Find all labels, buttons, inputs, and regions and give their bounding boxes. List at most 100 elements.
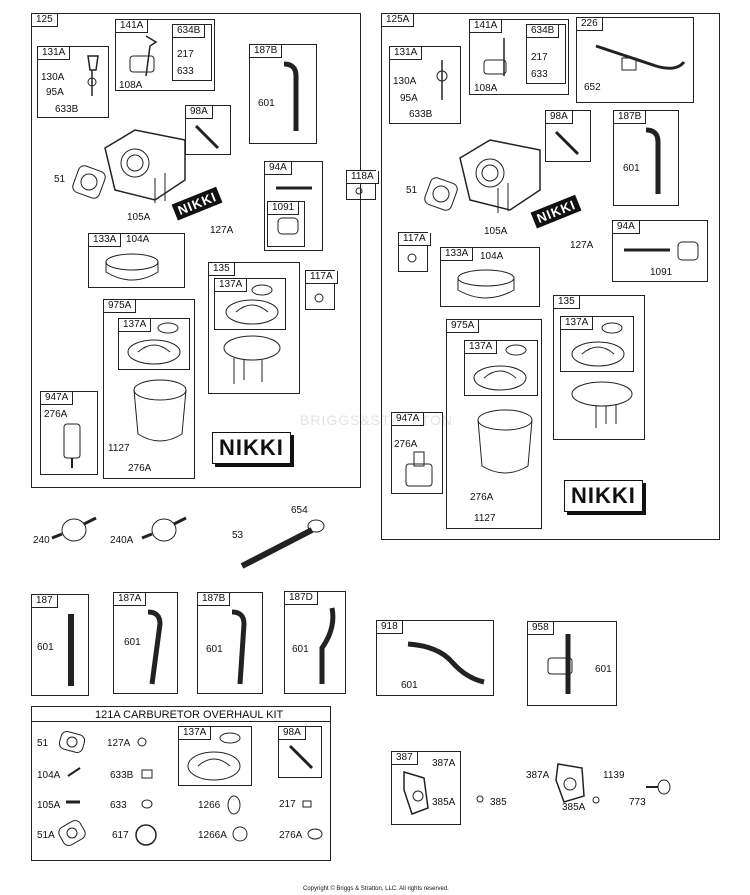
- needle-icon: [66, 800, 80, 804]
- box-tag: 131A: [390, 47, 423, 60]
- box-137A: 137A: [178, 726, 252, 786]
- o-ring-icon: [227, 795, 241, 815]
- box-141A: 141A: [115, 19, 215, 91]
- box-387: 387: [391, 751, 461, 825]
- box-137A-975: 137A: [118, 318, 190, 370]
- fuel-pump-body-icon: [571, 381, 633, 428]
- box-tag: 94A: [613, 221, 640, 234]
- box-141A: 141A: [469, 19, 569, 95]
- box-tag: 187A: [114, 593, 147, 606]
- box-1091: 1091: [267, 201, 305, 247]
- label-105A: 105A: [37, 800, 61, 811]
- seal-icon: [137, 737, 147, 747]
- gasket-icon: [72, 165, 106, 199]
- fuel-line-icon: [645, 127, 661, 194]
- label-130A: 130A: [41, 72, 65, 83]
- box-tag: 975A: [447, 320, 480, 333]
- assembly-tag: 125: [32, 14, 58, 27]
- screw-icon: [314, 293, 324, 303]
- box-tag: 94A: [265, 162, 292, 175]
- label-240: 240: [33, 535, 50, 546]
- carburetor-icon: [104, 129, 186, 203]
- label-617: 617: [112, 830, 129, 841]
- seal-icon: [141, 769, 153, 779]
- idle-screw-icon: [288, 744, 314, 770]
- gasket-icon: [424, 177, 458, 211]
- solenoid-icon: [405, 451, 433, 487]
- label-633: 633: [110, 800, 127, 811]
- box-tag: 187: [32, 595, 58, 608]
- box-tag: 918: [377, 621, 403, 634]
- box-tag: 131A: [38, 47, 71, 60]
- o-ring-icon: [135, 824, 157, 846]
- box-187B: 187B: [613, 110, 679, 206]
- box-117A: 117A: [398, 232, 431, 272]
- box-tag: 117A: [399, 233, 431, 246]
- box-tag: 117A: [306, 271, 338, 284]
- label-601: 601: [37, 642, 54, 653]
- nikki-logo: NIKKI: [564, 480, 643, 512]
- box-98A: 98A: [278, 726, 322, 778]
- label-217: 217: [531, 52, 548, 63]
- seal-icon: [141, 799, 153, 809]
- kit-121A: [31, 706, 331, 861]
- box-tag: 133A: [441, 248, 474, 261]
- float-icon: [457, 269, 515, 299]
- lever-icon: [595, 44, 686, 71]
- fuel-valve-icon: [547, 634, 573, 694]
- label-1091: 1091: [650, 267, 673, 278]
- box-117A: 117A: [305, 270, 338, 310]
- label-601: 601: [258, 98, 275, 109]
- label-601: 601: [124, 637, 141, 648]
- box-947A: 947A: [40, 391, 98, 475]
- label-217: 217: [177, 49, 194, 60]
- box-958: 958: [527, 621, 617, 706]
- label-276A: 276A: [128, 463, 152, 474]
- label-633B: 633B: [409, 109, 433, 120]
- throttle-shaft-icon: [483, 38, 507, 76]
- idle-screw-icon: [554, 130, 580, 156]
- box-tag: 98A: [546, 111, 573, 124]
- carburetor-icon: [459, 139, 541, 213]
- fuel-filter-icon: [141, 516, 187, 542]
- label-105A: 105A: [484, 226, 508, 237]
- label-276A: 276A: [470, 492, 494, 503]
- box-133A: 133A: [88, 233, 185, 288]
- label-1266A: 1266A: [198, 830, 227, 841]
- solenoid-icon: [63, 423, 81, 468]
- diaphragm-icon: [225, 284, 279, 325]
- label-51: 51: [406, 185, 418, 196]
- box-975A: 975A: [103, 299, 195, 479]
- box-tag: 634B: [173, 25, 206, 38]
- box-975A: 975A: [446, 319, 542, 529]
- box-tag: 947A: [41, 392, 74, 405]
- box-918: 918: [376, 620, 494, 696]
- box-tag: 137A: [561, 317, 594, 330]
- box-tag: 958: [528, 622, 554, 635]
- box-tag: 187B: [250, 45, 283, 58]
- box-98A: 98A: [185, 105, 231, 155]
- float-bowl-icon: [133, 379, 187, 442]
- box-tag: 141A: [470, 20, 503, 33]
- label-773: 773: [629, 797, 646, 808]
- label-1127: 1127: [474, 513, 496, 524]
- label-127A: 127A: [570, 240, 594, 251]
- box-94A: 94A: [264, 161, 323, 251]
- box-tag: 975A: [104, 300, 137, 313]
- label-385A: 385A: [432, 797, 456, 808]
- label-240A: 240A: [110, 535, 134, 546]
- label-51: 51: [37, 738, 49, 749]
- box-135: 135: [553, 295, 645, 440]
- box-tag: 226: [577, 18, 603, 31]
- assembly-125: 125: [31, 13, 361, 488]
- box-tag: 141A: [116, 20, 149, 33]
- label-1266: 1266: [198, 800, 221, 811]
- box-tag: 1091: [268, 202, 300, 215]
- box-187: 187: [31, 594, 89, 696]
- box-131A: 131A: [37, 46, 109, 118]
- label-108A: 108A: [474, 83, 498, 94]
- fuel-line-icon: [319, 607, 336, 684]
- throttle-shaft-icon: [129, 35, 158, 77]
- fuel-line-icon: [231, 609, 247, 685]
